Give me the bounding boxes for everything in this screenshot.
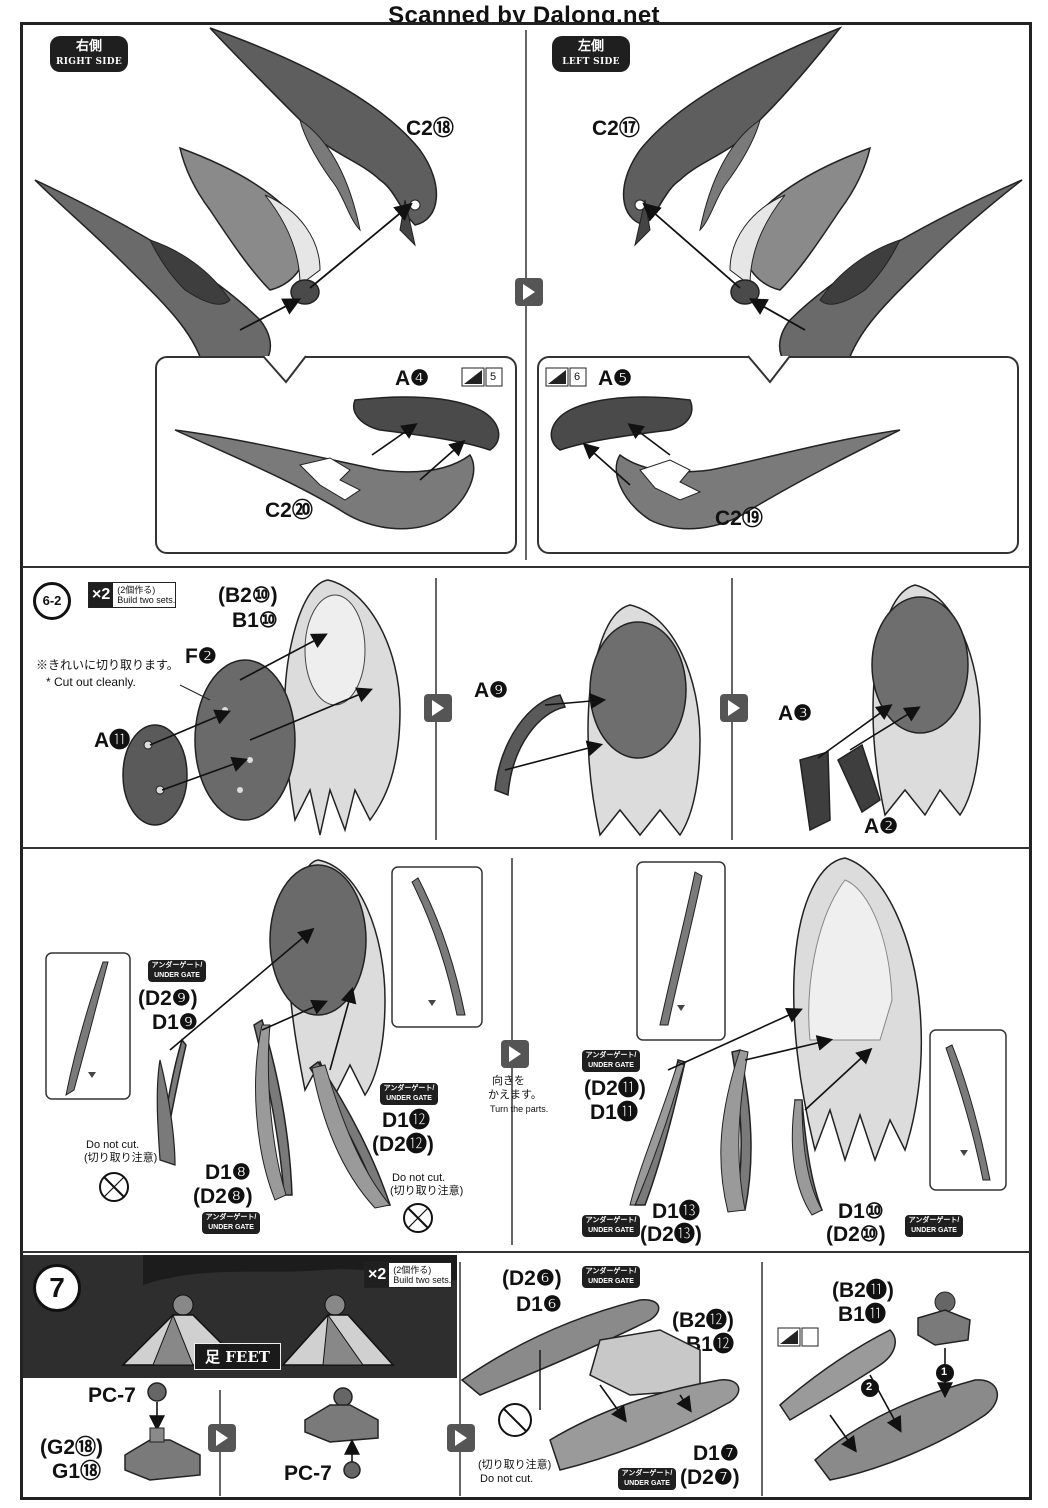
step-6-2-number: 6-2 [33, 582, 71, 620]
step-7-number: 7 [33, 1264, 81, 1312]
mark-5: 5 [490, 371, 497, 383]
label-pc7-b: PC-7 [284, 1462, 332, 1485]
note-cut-jp: ※きれいに切り取ります。 [36, 658, 179, 672]
label-a11: A⓫ [94, 729, 131, 752]
under-gate-badge: アンダーゲート/UNDER GATE [380, 1083, 438, 1105]
label-d2-9: (D2❾) [138, 987, 198, 1010]
build-two-sets-badge: ×2 (2個作る)Build two sets. [364, 1262, 452, 1288]
turn-parts-jp2: かえます。 [488, 1089, 542, 1101]
build-two-sets-badge: ×2 (2個作る)Build two sets. [88, 582, 176, 608]
right-side-badge: 右側 RIGHT SIDE [50, 36, 128, 72]
label-c2-19: C2⑲ [715, 507, 763, 530]
turn-arrow-icon [501, 1040, 529, 1068]
do-not-cut-en: Do not cut. [392, 1172, 446, 1184]
label-b2-12: (B2⓬) [672, 1309, 734, 1332]
turn-parts-jp1: 向きを [492, 1075, 525, 1087]
under-gate-badge: アンダーゲート/UNDER GATE [582, 1266, 640, 1288]
under-gate-badge: アンダーゲート/UNDER GATE [618, 1468, 676, 1490]
do-not-cut-en: Do not cut. [86, 1139, 140, 1151]
under-gate-badge: アンダーゲート/UNDER GATE [202, 1212, 260, 1234]
under-gate-badge: アンダーゲート/UNDER GATE [582, 1215, 640, 1237]
label-d1-6: D1❻ [516, 1293, 562, 1316]
feet-label: 足 FEET [194, 1343, 281, 1370]
label-d1-10: D1⑩ [838, 1200, 884, 1223]
next-arrow-icon [447, 1424, 475, 1452]
label-d2-6: (D2❻) [502, 1267, 562, 1290]
label-a2: A❷ [864, 815, 898, 838]
label-a5: A❺ [598, 367, 632, 390]
label-g2-18: (G2⑱) [40, 1436, 103, 1459]
label-d2-12: (D2⓬) [372, 1133, 434, 1156]
label-d2-10: (D2⑩) [826, 1223, 886, 1246]
sequence-1-badge: 1 [941, 1366, 948, 1378]
label-a9: A❾ [474, 679, 508, 702]
label-d1-9: D1❾ [152, 1011, 198, 1034]
note-cut-en: * Cut out cleanly. [46, 675, 136, 689]
next-arrow-icon [515, 278, 543, 306]
label-b2-10: (B2⑩) [218, 584, 278, 607]
label-d1-13: D1⓭ [652, 1200, 700, 1223]
label-d1-12: D1⓬ [382, 1109, 430, 1132]
label-c2-17: C2⑰ [592, 117, 640, 140]
turn-parts-en: Turn the parts. [490, 1104, 549, 1114]
label-c2-18: C2⑱ [406, 117, 454, 140]
label-b2-11: (B2⓫) [832, 1279, 894, 1302]
label-d2-7: (D2❼) [680, 1466, 740, 1489]
label-d2-8: (D2❽) [193, 1185, 253, 1208]
label-d1-7: D1❼ [693, 1442, 739, 1465]
do-not-cut-jp: (切り取り注意) [84, 1152, 158, 1164]
cut-warning-en: Do not cut. [480, 1473, 534, 1485]
label-pc7-a: PC-7 [88, 1384, 136, 1407]
label-d1-11: D1⓫ [590, 1101, 638, 1124]
do-not-cut-jp: (切り取り注意) [390, 1185, 464, 1197]
next-arrow-icon [424, 694, 452, 722]
label-g1-18: G1⑱ [52, 1460, 102, 1483]
feet-banner-illustration [23, 1255, 457, 1378]
mark-6: 6 [574, 371, 581, 383]
label-f2: F❷ [185, 645, 217, 668]
under-gate-badge: アンダーゲート/UNDER GATE [148, 960, 206, 982]
next-arrow-icon [208, 1424, 236, 1452]
label-c2-20: C2⑳ [265, 499, 313, 522]
label-a4: A❹ [395, 367, 429, 390]
sequence-2-badge: 2 [866, 1381, 873, 1393]
label-a3: A❸ [778, 702, 812, 725]
next-arrow-icon [720, 694, 748, 722]
left-side-badge: 左側 LEFT SIDE [552, 36, 630, 72]
label-b1-11: B1⓫ [838, 1303, 886, 1326]
label-b1-10: B1⑩ [232, 609, 278, 632]
cut-warning-jp: (切り取り注意) [478, 1459, 552, 1471]
label-d2-13: (D2⓭) [640, 1223, 702, 1246]
label-d1-8: D1❽ [205, 1161, 251, 1184]
under-gate-badge: アンダーゲート/UNDER GATE [905, 1215, 963, 1237]
label-d2-11: (D2⓫) [584, 1077, 646, 1100]
under-gate-badge: アンダーゲート/UNDER GATE [582, 1050, 640, 1072]
